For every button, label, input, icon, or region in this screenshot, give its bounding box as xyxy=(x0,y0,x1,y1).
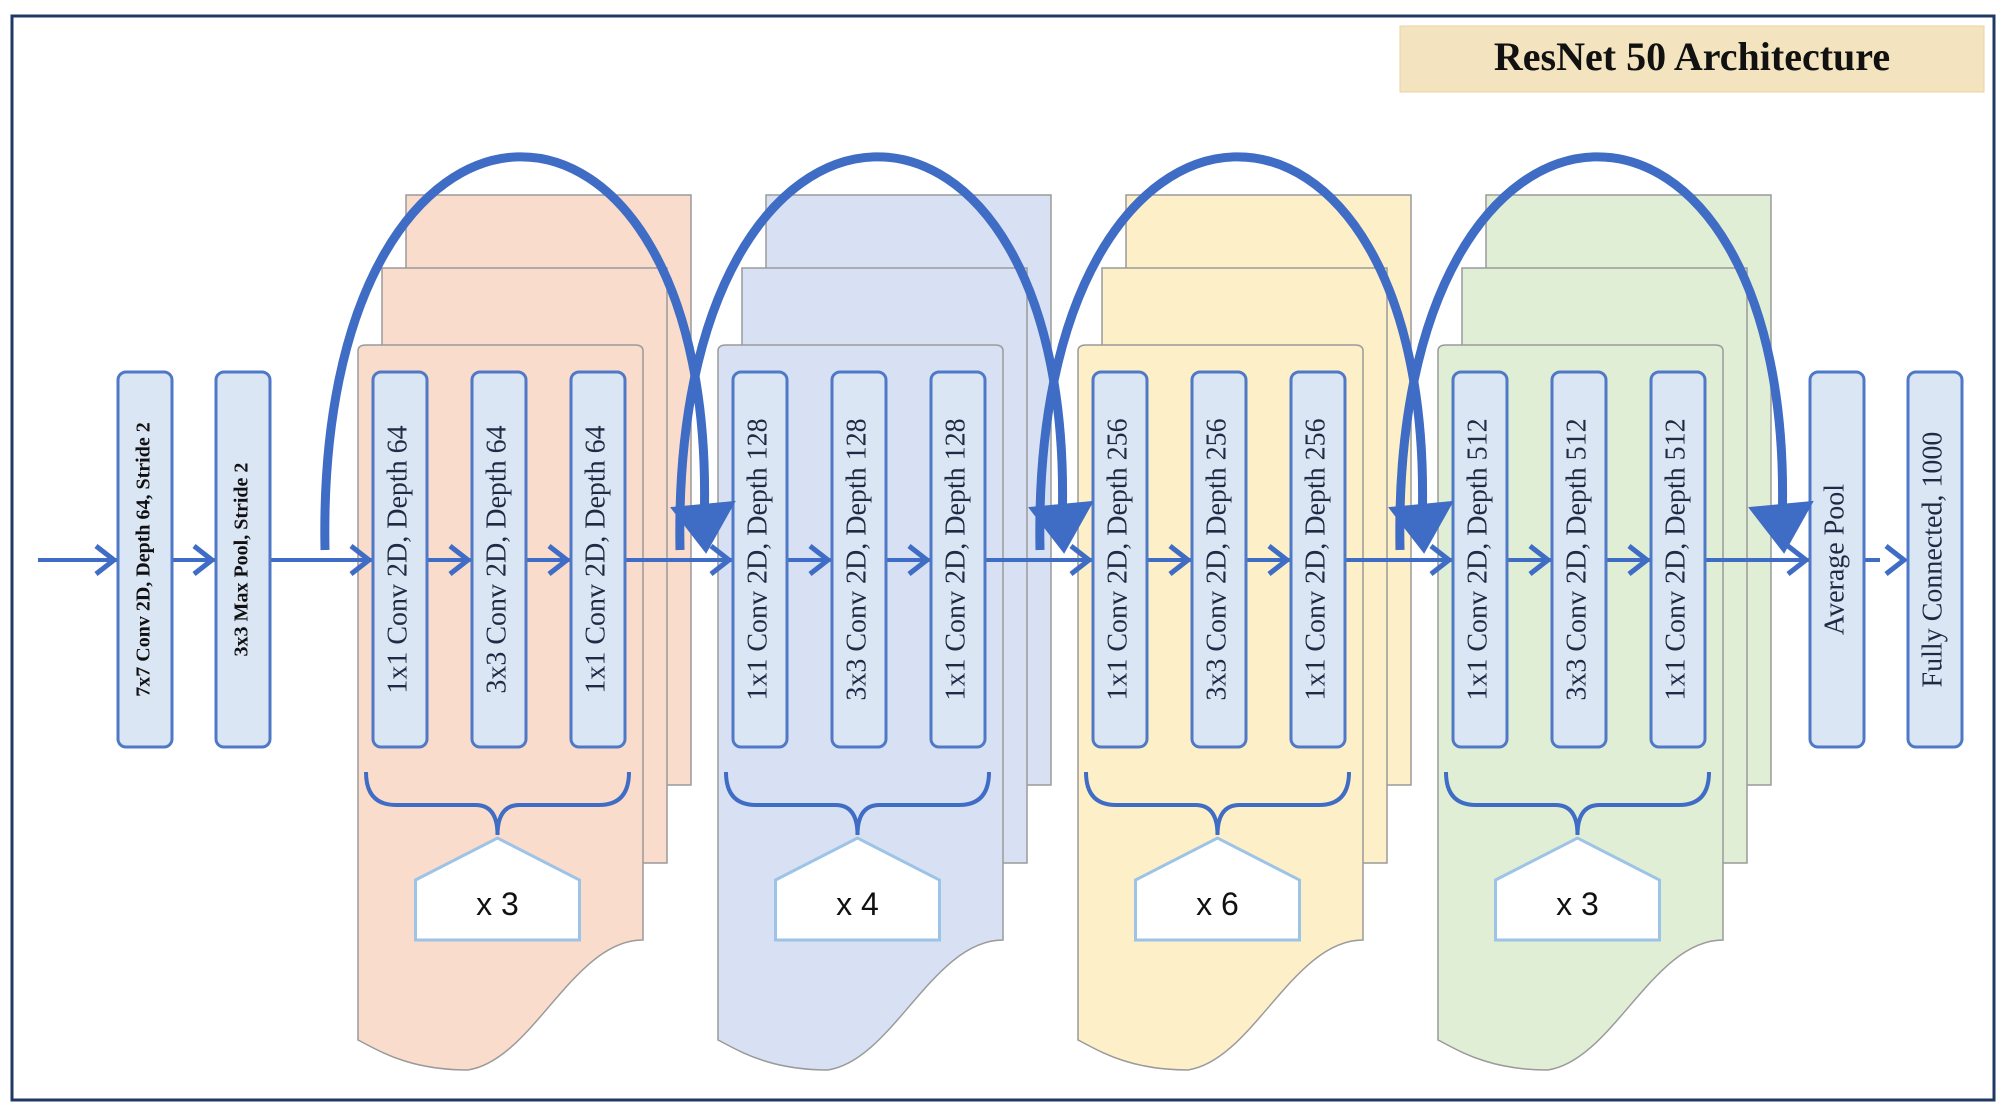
stage-3-layer-3: 1x1 Conv 2D, Depth 256 xyxy=(1289,370,1347,749)
stage-4-layer-2: 3x3 Conv 2D, Depth 512 xyxy=(1550,370,1608,749)
stage-4-brace xyxy=(1444,771,1711,836)
stage-1-layer-2-shape xyxy=(470,370,528,749)
stage-1-layer-3-shape xyxy=(569,370,627,749)
stage-3-layer-2: 3x3 Conv 2D, Depth 256 xyxy=(1190,370,1248,749)
title-banner: ResNet 50 Architecture xyxy=(1399,25,1985,93)
stage-1-repeat-badge xyxy=(414,836,581,942)
stem-box-2-shape xyxy=(214,370,272,749)
stage-1-layer-1-label: 1x1 Conv 2D, Depth 64 xyxy=(382,425,413,693)
stage-4-layer-2-shape xyxy=(1550,370,1608,749)
stage-1-repeat-label: x 3 xyxy=(476,886,519,922)
stage-4-layer-3-label: 1x1 Conv 2D, Depth 512 xyxy=(1660,418,1691,700)
head-box-2-shape xyxy=(1906,370,1964,749)
flow-arrowhead xyxy=(808,544,833,576)
flow-arrowhead xyxy=(1069,544,1094,576)
stage-1-layer-3: 1x1 Conv 2D, Depth 64 xyxy=(569,370,627,749)
flow-arrowhead xyxy=(1168,544,1193,576)
flow-arrowhead xyxy=(1429,544,1454,576)
stage-4-repeat-label: x 3 xyxy=(1556,886,1599,922)
stage-1-layer-3-label: 1x1 Conv 2D, Depth 64 xyxy=(580,425,611,693)
stage-2-layer-1-label: 1x1 Conv 2D, Depth 128 xyxy=(742,418,773,700)
stage-3-layer-1: 1x1 Conv 2D, Depth 256 xyxy=(1091,370,1149,749)
head-box-1: Average Pool xyxy=(1808,370,1866,749)
stage-4-layer-1-shape xyxy=(1451,370,1509,749)
flow-arrowhead xyxy=(94,544,119,576)
stage-2-layer-2: 3x3 Conv 2D, Depth 128 xyxy=(830,370,888,749)
stage-1-brace xyxy=(364,771,631,836)
flow-arrowhead xyxy=(1528,544,1553,576)
stage-3-brace xyxy=(1084,771,1351,836)
stage-2-layer-3-shape xyxy=(929,370,987,749)
skip-connection-3 xyxy=(1035,152,1428,551)
flow-arrowhead xyxy=(349,544,374,576)
stage-1-layer-1-shape xyxy=(371,370,429,749)
stem-box-2-label: 3x3 Max Pool, Stride 2 xyxy=(231,463,253,657)
skip-connection-2-arrowhead xyxy=(1028,500,1094,554)
flow-arrowhead xyxy=(1884,544,1909,576)
skip-connection-1-arrowhead xyxy=(670,500,736,554)
stage-2-layer-3-label: 1x1 Conv 2D, Depth 128 xyxy=(940,418,971,700)
skip-connection-4-arrowhead xyxy=(1748,500,1814,554)
stage-4-repeat-badge xyxy=(1494,836,1661,942)
stage-3-layer-3-shape xyxy=(1289,370,1347,749)
stage-3-layer-1-label: 1x1 Conv 2D, Depth 256 xyxy=(1102,418,1133,700)
stem-box-1-label: 7x7 Conv 2D, Depth 64, Stride 2 xyxy=(133,422,155,696)
stage-2-layer-3: 1x1 Conv 2D, Depth 128 xyxy=(929,370,987,749)
repeat-braces: x 3 x 4 x 6 x 3 xyxy=(364,771,1711,942)
skip-connection-3-arrowhead xyxy=(1388,500,1454,554)
skip-connection-2 xyxy=(675,152,1068,551)
head-box-2: Fully Connected, 1000 xyxy=(1906,370,1964,749)
flow-arrowhead xyxy=(448,544,473,576)
head-box-1-shape xyxy=(1808,370,1866,749)
flow-arrowhead xyxy=(1627,544,1652,576)
stage-3-layer-2-label: 3x3 Conv 2D, Depth 256 xyxy=(1201,418,1232,700)
flow-arrowhead xyxy=(1267,544,1292,576)
stage-3-repeat-label: x 6 xyxy=(1196,886,1239,922)
head-box-2-label: Fully Connected, 1000 xyxy=(1917,432,1948,688)
stage-2-brace xyxy=(724,771,991,836)
layer-boxes: 7x7 Conv 2D, Depth 64, Stride 2 3x3 Max P… xyxy=(116,370,1964,749)
flow-arrowhead xyxy=(907,544,932,576)
stage-3-layer-1-shape xyxy=(1091,370,1149,749)
stem-box-1: 7x7 Conv 2D, Depth 64, Stride 2 xyxy=(116,370,174,749)
flow-arrowhead xyxy=(547,544,572,576)
flow-arrowhead xyxy=(192,544,217,576)
stage-4-layer-1-label: 1x1 Conv 2D, Depth 512 xyxy=(1462,418,1493,700)
stage-3-layer-3-label: 1x1 Conv 2D, Depth 256 xyxy=(1300,418,1331,700)
stage-2-repeat-label: x 4 xyxy=(836,886,879,922)
flow-arrowhead xyxy=(709,544,734,576)
stage-2-layer-1-shape xyxy=(731,370,789,749)
stage-2-layer-2-label: 3x3 Conv 2D, Depth 128 xyxy=(841,418,872,700)
skip-connection-1 xyxy=(320,152,710,551)
stage-2-repeat-badge xyxy=(774,836,941,942)
skip-connection-4 xyxy=(1395,152,1788,551)
stage-2-layer-2-shape xyxy=(830,370,888,749)
stage-1-layer-2-label: 3x3 Conv 2D, Depth 64 xyxy=(481,425,512,693)
stage-3-repeat-badge xyxy=(1134,836,1301,942)
stage-1-layer-2: 3x3 Conv 2D, Depth 64 xyxy=(470,370,528,749)
stage-2-layer-1: 1x1 Conv 2D, Depth 128 xyxy=(731,370,789,749)
diagram-title: ResNet 50 Architecture xyxy=(1494,34,1890,79)
stage-4-layer-2-label: 3x3 Conv 2D, Depth 512 xyxy=(1561,418,1592,700)
stem-box-2: 3x3 Max Pool, Stride 2 xyxy=(214,370,272,749)
flow-arrowhead xyxy=(1786,544,1811,576)
head-box-1-label: Average Pool xyxy=(1819,484,1850,635)
stage-4-layer-3: 1x1 Conv 2D, Depth 512 xyxy=(1649,370,1707,749)
skip-connections xyxy=(320,152,1814,554)
stage-3-layer-2-shape xyxy=(1190,370,1248,749)
stage-1-layer-1: 1x1 Conv 2D, Depth 64 xyxy=(371,370,429,749)
stem-box-1-shape xyxy=(116,370,174,749)
stage-4-layer-3-shape xyxy=(1649,370,1707,749)
stage-4-layer-1: 1x1 Conv 2D, Depth 512 xyxy=(1451,370,1509,749)
